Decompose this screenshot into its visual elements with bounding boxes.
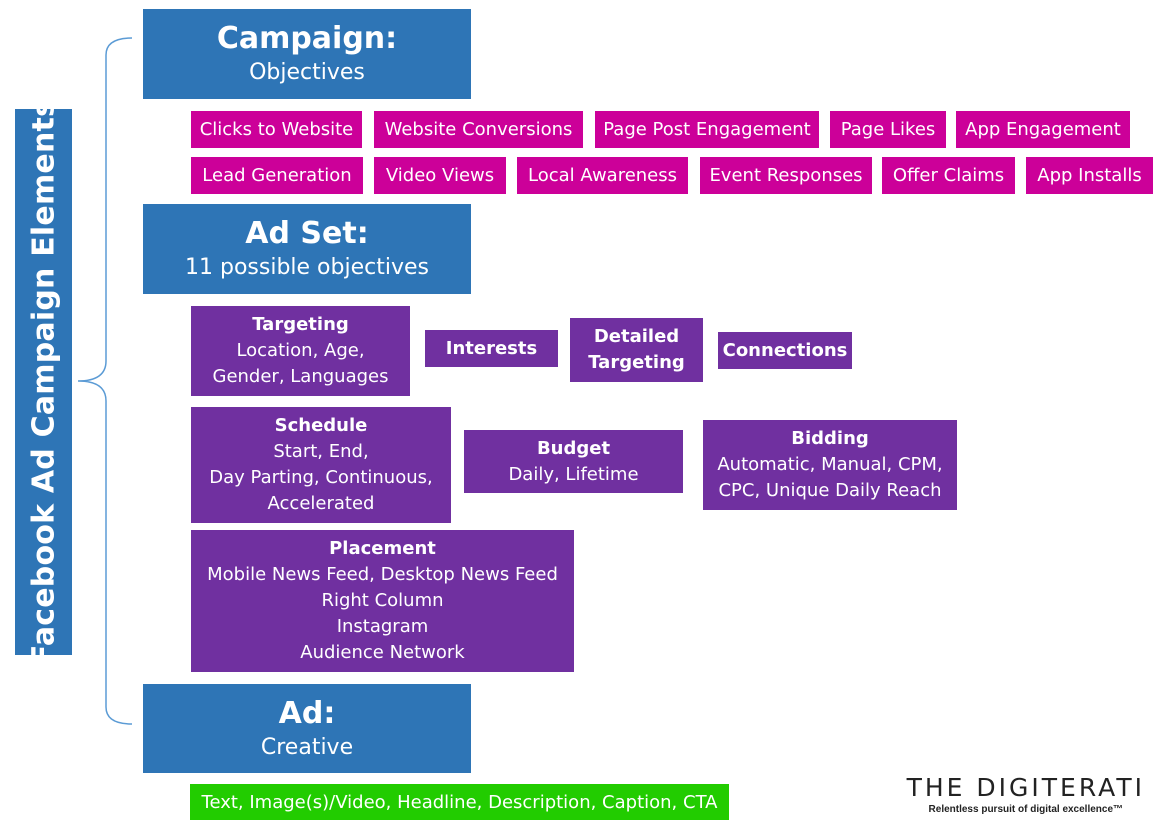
adset-subheading: 11 possible objectives — [185, 255, 429, 280]
placement-line-3: Instagram — [336, 616, 429, 637]
ad-heading: Ad: — [278, 695, 336, 731]
bidding-line-2: CPC, Unique Daily Reach — [718, 480, 942, 501]
schedule-line-3: Accelerated — [267, 493, 375, 514]
logo-tagline: Relentless pursuit of digital excellence… — [928, 804, 1124, 815]
budget-box: Budget Daily, Lifetime — [464, 430, 683, 493]
side-title-panel: Facebook Ad Campaign Elements — [15, 99, 72, 665]
schedule-title: Schedule — [274, 415, 368, 436]
adset-header: Ad Set: 11 possible objectives — [143, 204, 471, 294]
schedule-line-1: Start, End, — [273, 441, 369, 462]
placement-box: Placement Mobile News Feed, Desktop News… — [191, 530, 574, 672]
objective-app-installs: App Installs — [1026, 157, 1153, 194]
placement-title: Placement — [329, 538, 436, 559]
bidding-title: Bidding — [791, 428, 869, 449]
objective-clicks-to-website: Clicks to Website — [191, 111, 362, 148]
ad-subheading: Creative — [260, 734, 354, 760]
targeting-box: Targeting Location, Age, Gender, Languag… — [191, 306, 410, 396]
logo-text-bold: DIGITERATI — [976, 773, 1145, 802]
objective-event-responses: Event Responses — [700, 157, 872, 194]
digiterati-logo: THE DIGITERATI Relentless pursuit of dig… — [907, 773, 1145, 815]
side-title: Facebook Ad Campaign Elements — [26, 98, 61, 666]
objective-lead-generation: Lead Generation — [191, 157, 363, 194]
schedule-line-2: Day Parting, Continuous, — [209, 467, 433, 488]
logo-text-light: THE — [906, 773, 977, 802]
budget-title: Budget — [536, 437, 611, 459]
ad-header: Ad: Creative — [143, 684, 471, 773]
grouping-bracket — [77, 37, 133, 725]
detailed-targeting-box: Detailed Targeting — [570, 318, 703, 382]
detailed-targeting-line-2: Targeting — [588, 352, 685, 373]
objective-website-conversions: Website Conversions — [374, 111, 583, 148]
objective-page-likes: Page Likes — [830, 111, 946, 148]
adset-heading: Ad Set: — [245, 216, 369, 251]
targeting-line-1: Location, Age, — [236, 340, 365, 361]
bidding-box: Bidding Automatic, Manual, CPM, CPC, Uni… — [703, 420, 957, 510]
objective-video-views: Video Views — [374, 157, 506, 194]
placement-line-2: Right Column — [321, 590, 444, 611]
objective-page-post-engagement: Page Post Engagement — [595, 111, 819, 148]
placement-line-4: Audience Network — [300, 642, 465, 663]
placement-line-1: Mobile News Feed, Desktop News Feed — [207, 564, 558, 585]
objective-local-awareness: Local Awareness — [517, 157, 688, 194]
targeting-title: Targeting — [252, 314, 349, 335]
campaign-header: Campaign: Objectives — [143, 9, 471, 99]
interests-label: Interests — [445, 337, 538, 359]
objective-offer-claims: Offer Claims — [882, 157, 1015, 194]
connections-box: Connections — [718, 332, 852, 369]
campaign-heading: Campaign: — [216, 21, 398, 56]
logo-wordmark: THE DIGITERATI — [907, 773, 1145, 802]
schedule-box: Schedule Start, End, Day Parting, Contin… — [191, 407, 451, 523]
objective-app-engagement: App Engagement — [956, 111, 1130, 148]
campaign-subheading: Objectives — [249, 60, 365, 85]
bidding-line-1: Automatic, Manual, CPM, — [717, 454, 943, 475]
connections-label: Connections — [722, 339, 848, 361]
creative-elements-box: Text, Image(s)/Video, Headline, Descript… — [190, 784, 729, 820]
targeting-line-2: Gender, Languages — [212, 366, 389, 387]
detailed-targeting-line-1: Detailed — [593, 326, 680, 347]
interests-box: Interests — [425, 330, 558, 367]
budget-line-1: Daily, Lifetime — [508, 463, 639, 485]
